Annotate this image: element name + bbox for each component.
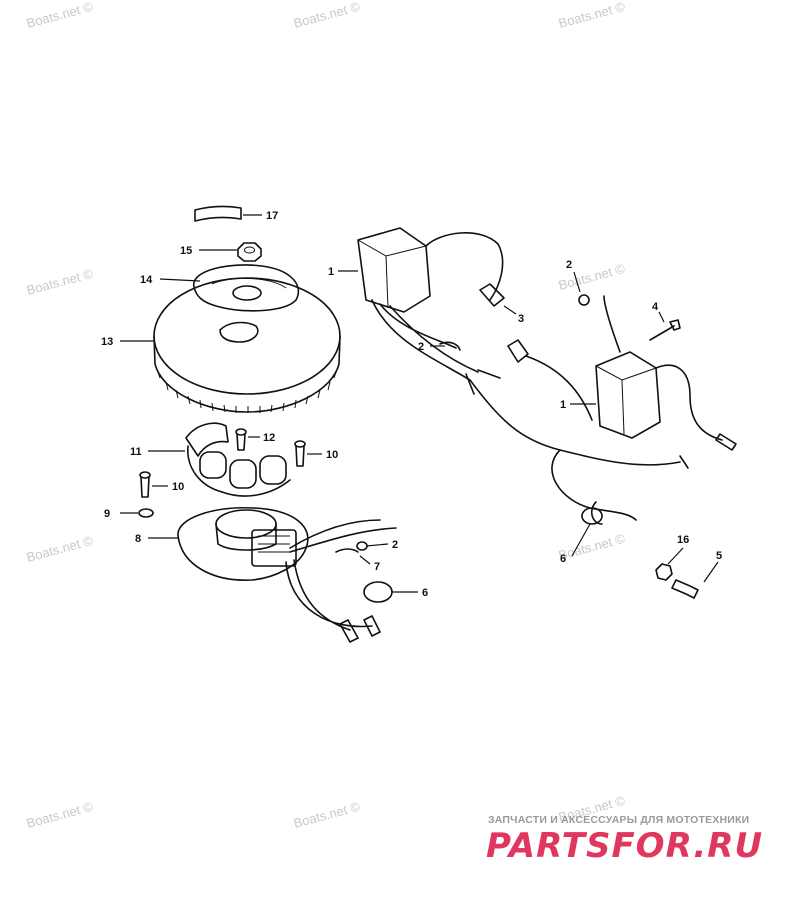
part-harness xyxy=(469,379,681,525)
callout-15: 15 xyxy=(180,245,192,257)
part-terminal-left xyxy=(335,541,368,553)
callout-17: 17 xyxy=(266,210,278,222)
callout-4: 4 xyxy=(652,301,659,313)
part-nut-right xyxy=(578,294,590,306)
callout-2: 2 xyxy=(418,341,424,353)
part-bolt xyxy=(649,319,681,341)
callout-2: 2 xyxy=(566,259,572,271)
brand-tagline: ЗАПЧАСТИ И АКСЕССУАРЫ ДЛЯ МОТОТЕХНИКИ xyxy=(488,814,750,826)
callout-3: 3 xyxy=(518,313,524,325)
part-flywheel xyxy=(153,277,341,413)
callout-layer: 17 15 14 13 11 12 10 10 9 8 1 2 3 1 2 4 … xyxy=(101,210,722,599)
callout-1: 1 xyxy=(560,399,566,411)
callout-5: 5 xyxy=(716,550,722,562)
part-screw-12 xyxy=(235,428,247,451)
callout-14: 14 xyxy=(140,274,153,286)
part-screw-10b xyxy=(139,471,151,498)
leader-lines xyxy=(120,214,719,593)
part-washer xyxy=(138,508,154,518)
watermark: Boats.net © xyxy=(25,0,95,31)
watermark: Boats.net © xyxy=(25,266,95,298)
callout-8: 8 xyxy=(135,533,141,545)
callout-10: 10 xyxy=(172,481,184,493)
part-stator-coils xyxy=(185,422,291,497)
watermark: Boats.net © xyxy=(25,799,95,831)
part-flywheel-nut xyxy=(237,242,262,262)
callout-10: 10 xyxy=(326,449,338,461)
part-stator-plate xyxy=(177,507,397,643)
watermark: Boats.net © xyxy=(292,0,362,31)
part-plug-cap xyxy=(507,339,593,421)
brand-logo[interactable]: PARTSFOR.RU xyxy=(486,826,764,866)
part-screw-10a xyxy=(294,440,306,467)
part-nut-lower-right xyxy=(655,563,673,581)
callout-7: 7 xyxy=(374,561,380,573)
part-power-pack-upper xyxy=(357,227,505,395)
part-o-ring-right xyxy=(581,507,603,525)
callout-9: 9 xyxy=(104,508,110,520)
watermark: Boats.net © xyxy=(557,531,627,563)
watermark-layer: Boats.net © Boats.net © Boats.net © Boat… xyxy=(25,0,627,831)
callout-13: 13 xyxy=(101,336,113,348)
part-key xyxy=(194,205,242,222)
callout-6: 6 xyxy=(422,587,428,599)
callout-12: 12 xyxy=(263,432,275,444)
callout-1: 1 xyxy=(328,266,334,278)
part-o-ring-left xyxy=(363,581,393,603)
callout-16: 16 xyxy=(677,534,689,546)
watermark: Boats.net © xyxy=(557,0,627,31)
callout-6: 6 xyxy=(560,553,566,565)
callout-2: 2 xyxy=(392,539,398,551)
callout-11: 11 xyxy=(130,446,142,458)
watermark: Boats.net © xyxy=(25,533,95,565)
part-bolt-lower-right xyxy=(671,579,699,599)
watermark: Boats.net © xyxy=(292,799,362,831)
part-washer-plate xyxy=(193,264,300,312)
part-power-pack-lower xyxy=(595,295,737,469)
